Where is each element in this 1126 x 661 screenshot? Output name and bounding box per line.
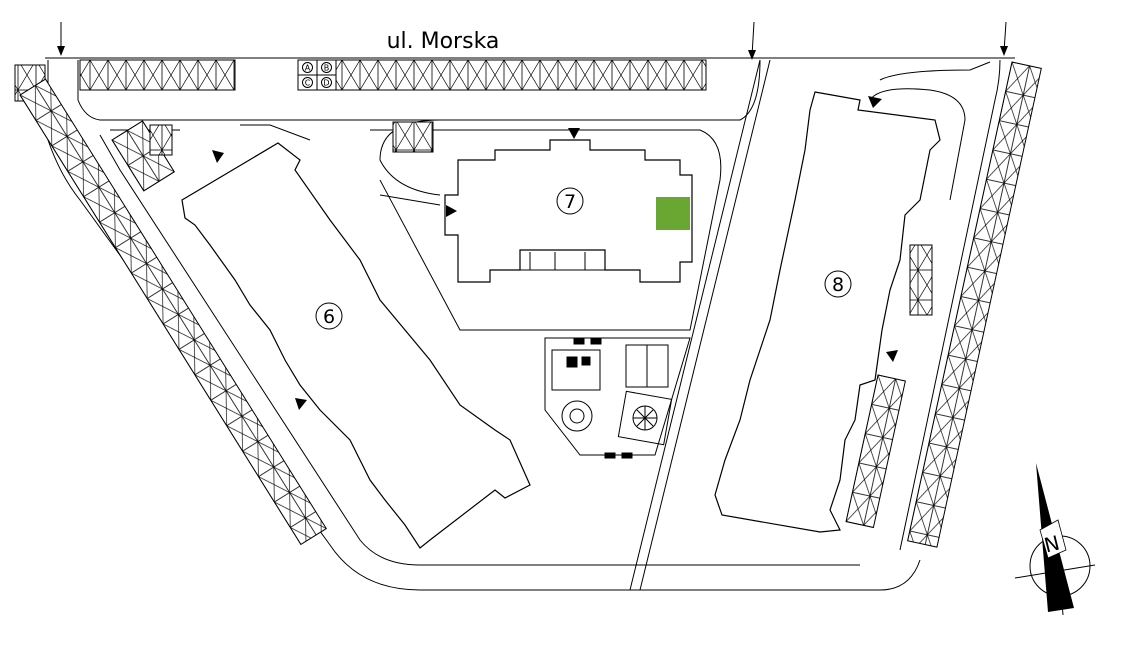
bin-area: A B C D bbox=[297, 59, 337, 91]
hatched-strip bbox=[335, 59, 707, 91]
building-number: 7 bbox=[564, 191, 576, 213]
entrance-marker-icon bbox=[568, 128, 580, 139]
entrance-arrow-icon bbox=[748, 21, 756, 60]
bin-label: C bbox=[305, 79, 311, 88]
bin-label: B bbox=[324, 64, 330, 73]
hatched-strip bbox=[149, 124, 173, 156]
playground bbox=[544, 337, 691, 459]
building-7[interactable]: 7 bbox=[444, 128, 693, 283]
hatched-strip bbox=[845, 374, 906, 529]
entrance-marker-icon bbox=[868, 96, 882, 108]
building-number: 8 bbox=[832, 274, 844, 296]
bin-label: D bbox=[323, 79, 329, 88]
bin-label: A bbox=[305, 64, 311, 73]
north-letter: N bbox=[1042, 531, 1062, 558]
building-8[interactable]: 8 bbox=[714, 91, 941, 533]
hatched-strip bbox=[79, 59, 236, 91]
building-6[interactable]: 6 bbox=[181, 142, 531, 549]
highlighted-unit[interactable] bbox=[656, 197, 690, 230]
entrance-marker-icon bbox=[295, 398, 307, 410]
entrance-arrow-icon bbox=[1000, 21, 1008, 56]
roads bbox=[45, 57, 1015, 591]
north-arrow-icon: N bbox=[1014, 463, 1096, 616]
building-number: 6 bbox=[323, 306, 335, 328]
entrance-marker-icon bbox=[886, 350, 898, 362]
hatched-strip bbox=[19, 78, 327, 546]
entrance-marker-icon bbox=[212, 150, 224, 163]
hatched-strip bbox=[909, 244, 933, 316]
street-label: ul. Morska bbox=[387, 29, 500, 54]
entrance-marker-icon bbox=[446, 205, 457, 217]
hatched-strip bbox=[392, 121, 434, 153]
entrance-arrow-icon bbox=[57, 22, 65, 56]
hatched-strip bbox=[907, 61, 1042, 548]
